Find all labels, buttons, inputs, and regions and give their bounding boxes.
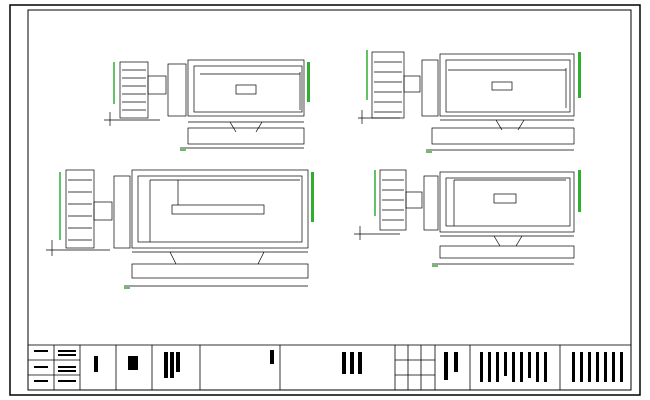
view-top-left-label <box>307 62 310 102</box>
view-top-right-label <box>578 52 581 98</box>
view-top-right <box>358 51 575 151</box>
elevation-body <box>187 59 305 117</box>
view-bottom-left <box>46 169 309 287</box>
base-section <box>187 127 305 145</box>
view-bottom-right-green-marks <box>374 170 438 267</box>
opening <box>493 193 517 204</box>
base-section <box>431 127 575 145</box>
view-bottom-right-label <box>578 170 581 212</box>
view-bottom-right <box>354 169 575 265</box>
opening <box>235 84 257 95</box>
title-block-fine-text <box>34 350 623 382</box>
outer-frame <box>9 4 641 396</box>
side-section <box>119 61 149 119</box>
opening <box>171 204 265 215</box>
elevation-body <box>131 169 309 249</box>
base-section <box>439 245 575 259</box>
opening <box>491 81 513 91</box>
view-bottom-left-label <box>311 172 314 222</box>
side-section <box>65 169 95 249</box>
base-section <box>131 263 309 279</box>
title-block <box>27 344 632 391</box>
inner-frame <box>27 9 632 391</box>
view-top-left-green-marks <box>113 62 186 151</box>
view-bottom-left-green-marks <box>59 172 130 289</box>
connector <box>403 75 421 93</box>
elevation-body <box>439 171 575 233</box>
view-top-left <box>104 59 305 149</box>
connector <box>93 201 113 221</box>
connector <box>147 75 167 95</box>
elevation-body <box>439 53 575 117</box>
connector <box>405 191 423 209</box>
view-top-right-green-marks <box>366 50 432 153</box>
